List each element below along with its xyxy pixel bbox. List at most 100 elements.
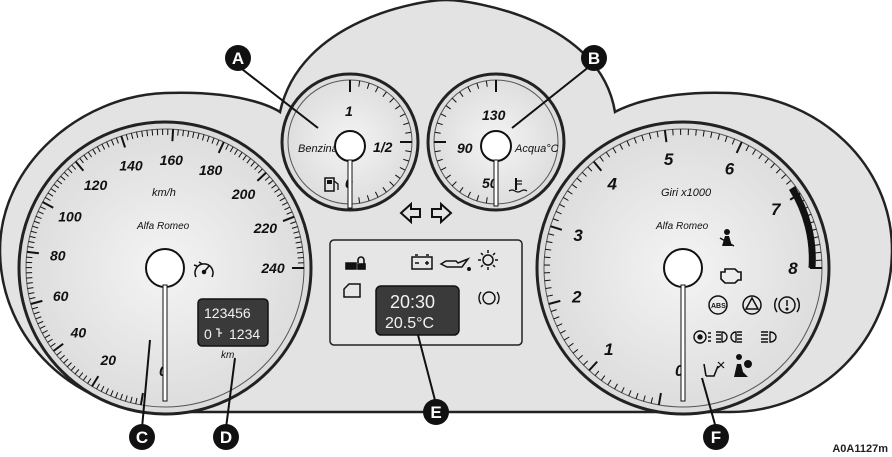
battery-icon (411, 254, 433, 270)
seatbelt-icon (719, 229, 735, 247)
tacho-tick (745, 145, 750, 152)
fuel-tick (382, 91, 387, 97)
speedo-tick (120, 135, 127, 148)
tacho-tick (628, 390, 632, 397)
tacho-tick (572, 349, 579, 354)
speedo-tick (33, 311, 40, 315)
tacho-tick (635, 393, 639, 399)
speedo-tick (96, 146, 101, 153)
water-tick (440, 113, 447, 118)
tacho-tick (605, 151, 611, 158)
tacho-number: 2 (571, 287, 582, 306)
speedo-number: 120 (84, 177, 108, 193)
tacho-tick (576, 177, 582, 183)
high-beam-icon (761, 331, 777, 343)
tacho-tick (550, 309, 557, 313)
speedo-tick (286, 211, 293, 215)
speedo-tick (39, 325, 46, 330)
speedo-tick (37, 320, 44, 325)
callout-leaders (141, 65, 717, 429)
tacho-label: Giri x1000 (661, 187, 712, 199)
callout-d: D (213, 424, 239, 450)
speedo-tick (238, 152, 243, 158)
speedo-tick (70, 365, 76, 371)
abs-icon: ABS (708, 295, 728, 315)
speedo-unit: km/h (152, 187, 176, 199)
tacho-tick (548, 233, 555, 236)
speedo-number: 220 (253, 220, 278, 236)
speedo-tick (101, 143, 106, 150)
tacho-tick (735, 141, 743, 154)
speedo-tick (254, 164, 259, 171)
tacho-tick (650, 397, 654, 404)
speedo-tick (217, 141, 225, 154)
fuel-tick (374, 86, 379, 93)
oil-pressure-icon (439, 257, 471, 271)
speedo-tick (78, 372, 84, 378)
bulb-failure-icon (478, 250, 498, 270)
speedo-tick (87, 378, 92, 384)
coolant-temp-icon (508, 178, 528, 193)
figure-code: A0A1127m (832, 443, 888, 455)
speedo-tick (63, 358, 69, 364)
tacho-tick (607, 379, 612, 386)
speedo-tick (177, 129, 179, 136)
door-open-icon (345, 256, 366, 270)
speedo-tick (250, 161, 256, 167)
speedo-tick (27, 246, 34, 249)
speedo-tick (30, 230, 37, 234)
callout-b: B (581, 45, 607, 71)
callout-c: C (129, 424, 155, 450)
water-tick (436, 122, 443, 126)
tacho-tick (599, 156, 604, 162)
tacho-tick (544, 279, 551, 282)
speedo-tick (130, 396, 133, 403)
tacho-number: 8 (788, 259, 798, 278)
speedo-tick (33, 220, 40, 224)
svg-text:B: B (588, 49, 600, 68)
speedo-tick (47, 192, 54, 197)
odometer-display: 123456 0 1234 km (197, 298, 269, 361)
tacho-tick (555, 211, 562, 215)
speedo-tick (276, 192, 283, 197)
speedo-tick (44, 334, 51, 339)
speedo-tick (229, 146, 234, 153)
fuel-tick (405, 150, 412, 153)
tacho-tick (731, 138, 735, 145)
water-tick (485, 80, 488, 87)
speedo-tick (52, 343, 64, 352)
tacho-tick (633, 137, 637, 144)
tacho-tick (786, 180, 792, 185)
water-tick (440, 166, 447, 171)
tacho-tick (643, 395, 646, 402)
speedo-tick (151, 129, 154, 136)
fuel-pump-icon (324, 177, 339, 192)
fuel-tick (403, 122, 410, 126)
speedo-tick (92, 149, 97, 155)
speedo-tick (105, 388, 109, 395)
fuel-tick (366, 195, 370, 202)
seat-heating-icon (703, 361, 725, 377)
speedo-tick (63, 171, 69, 177)
water-tick (459, 91, 464, 97)
speedo-tick (37, 211, 44, 215)
turn-indicators-icon (399, 201, 453, 225)
tacho-tick (563, 336, 570, 341)
tacho-tick (545, 248, 552, 251)
tacho-tick (781, 174, 787, 179)
tacho-tick (546, 240, 553, 244)
speedo-tick (192, 131, 195, 139)
speedo-tick (110, 139, 115, 146)
speedo-tick (271, 184, 277, 189)
speedo-tick (115, 392, 119, 399)
speedo-tick (74, 369, 80, 375)
water-tick (434, 131, 441, 134)
tacho-tick (556, 323, 563, 327)
tacho-tick (656, 131, 659, 138)
tacho-tick (695, 129, 697, 136)
tacho-tick (764, 158, 769, 164)
water-tick (445, 105, 451, 110)
fuel-tick (395, 174, 401, 179)
water-label: Acqua°C (514, 143, 559, 155)
tacho-number: 3 (573, 226, 583, 245)
